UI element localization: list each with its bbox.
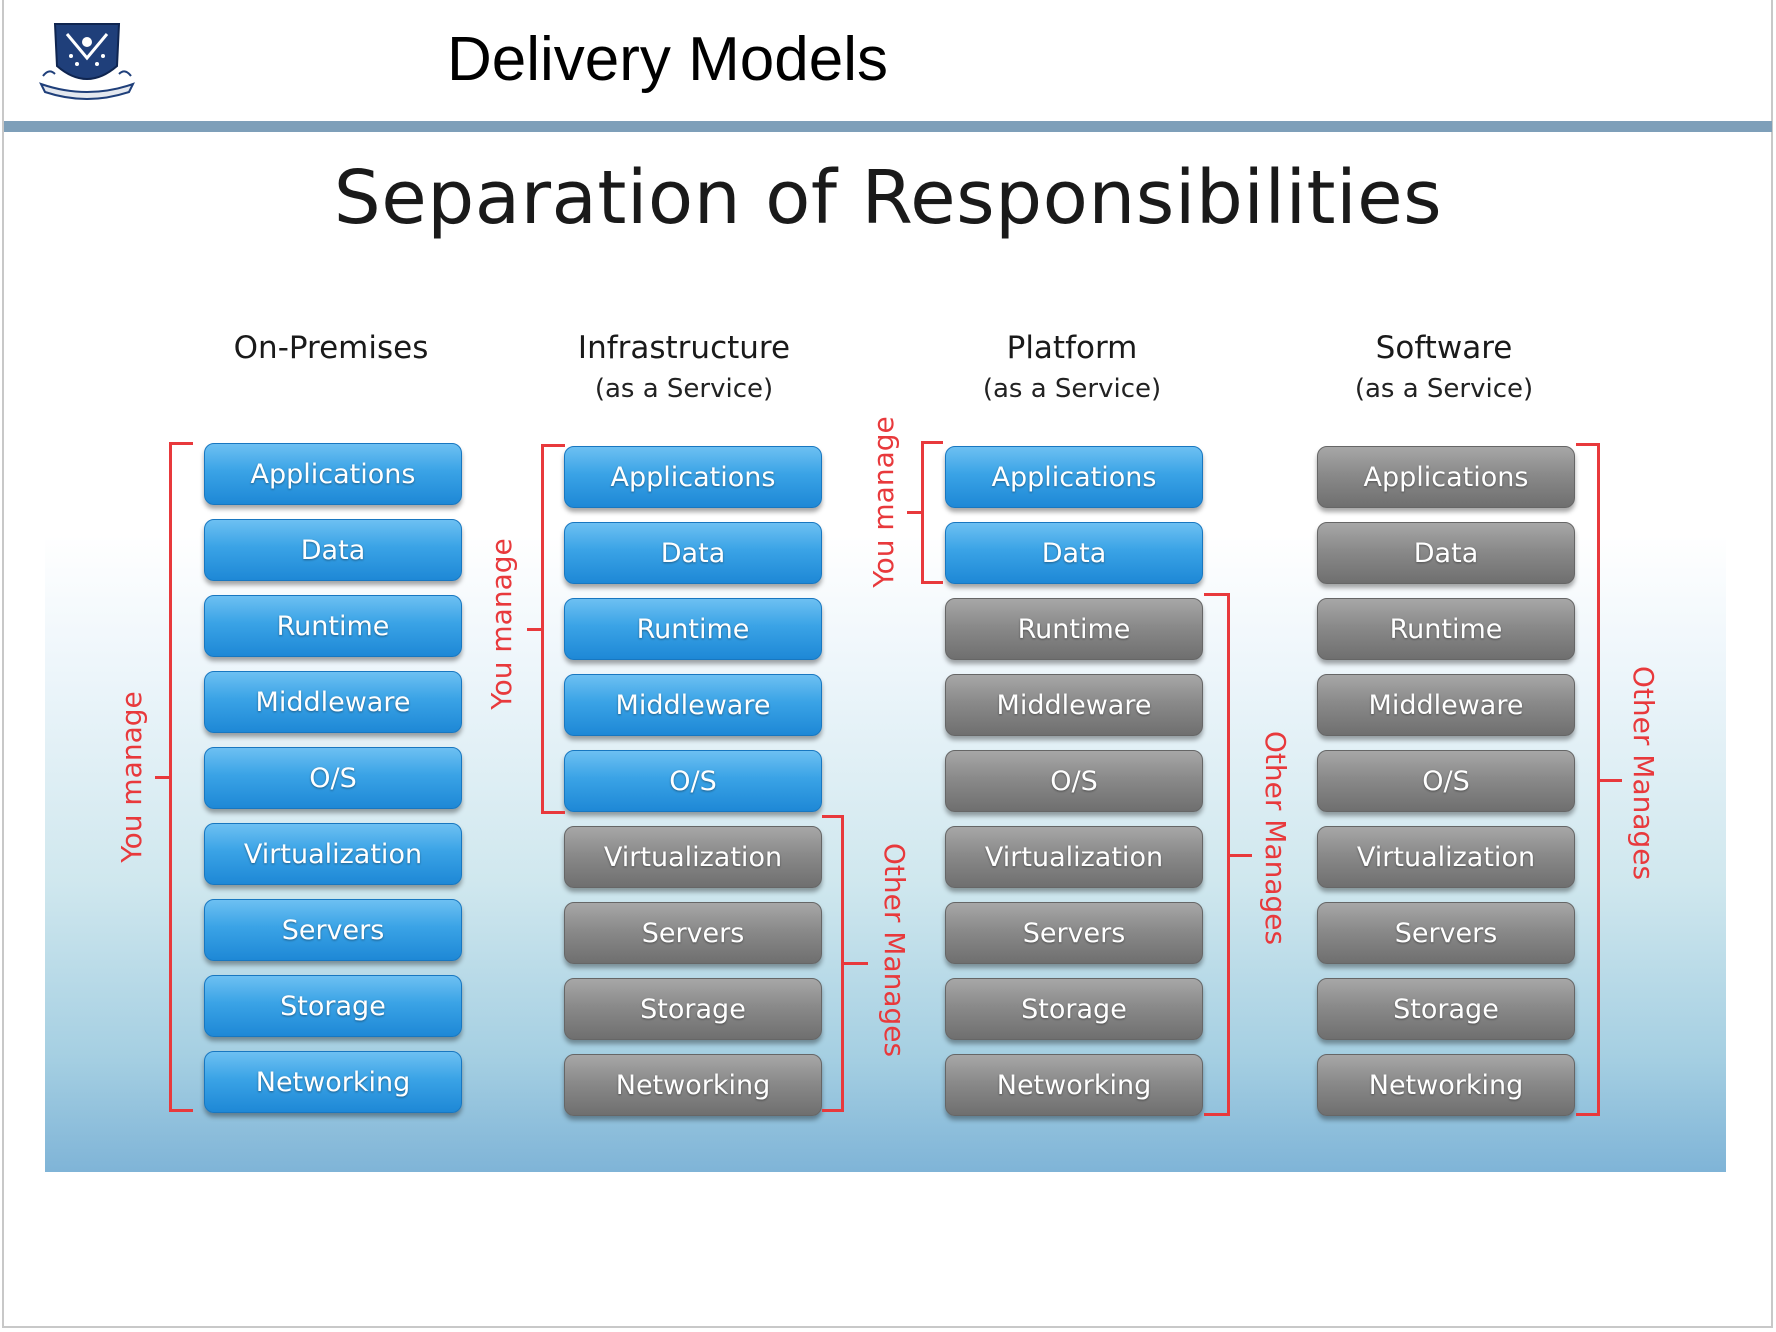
bracket-tick: [527, 628, 541, 631]
other-manages-bracket-software: [1576, 443, 1600, 1116]
layer-box-applications: Applications: [564, 446, 822, 508]
other-manages-label-software: Other Manages: [1627, 665, 1660, 881]
layer-box-runtime: Runtime: [1317, 598, 1575, 660]
other-manages-bracket-platform: [1204, 593, 1230, 1116]
other-manages-bracket-infrastructure: [822, 815, 844, 1112]
you-manage-label-platform: You manage: [867, 416, 900, 588]
you-manage-label-infrastructure: You manage: [485, 538, 518, 710]
you-manage-label-on-premises: You manage: [115, 691, 148, 863]
header-title: Delivery Models: [447, 25, 889, 94]
layer-box-data: Data: [945, 522, 1203, 584]
layer-box-applications: Applications: [945, 446, 1203, 508]
bracket-tick: [1600, 779, 1622, 782]
layer-box-servers: Servers: [1317, 902, 1575, 964]
layer-box-networking: Networking: [1317, 1054, 1575, 1116]
column-title-infrastructure: Infrastructure: [577, 330, 791, 366]
slide-title: Separation of Responsibilities: [333, 155, 1443, 241]
layer-box-data: Data: [1317, 522, 1575, 584]
layer-box-data: Data: [204, 519, 462, 581]
layer-box-servers: Servers: [204, 899, 462, 961]
layer-box-o-s: O/S: [564, 750, 822, 812]
bracket-tick: [907, 511, 921, 514]
layer-box-middleware: Middleware: [564, 674, 822, 736]
you-manage-bracket-on-premises: [169, 442, 193, 1112]
layer-box-virtualization: Virtualization: [204, 823, 462, 885]
university-crest-icon: [39, 23, 135, 100]
other-manages-label-platform: Other Manages: [1259, 730, 1292, 946]
column-title-software: Software: [1375, 330, 1513, 366]
header-rule: [4, 121, 1772, 132]
layer-box-virtualization: Virtualization: [564, 826, 822, 888]
layer-box-runtime: Runtime: [945, 598, 1203, 660]
layer-box-servers: Servers: [564, 902, 822, 964]
layer-box-storage: Storage: [945, 978, 1203, 1040]
column-title-on-premises: On-Premises: [233, 330, 429, 366]
layer-box-o-s: O/S: [204, 747, 462, 809]
layer-box-virtualization: Virtualization: [945, 826, 1203, 888]
layer-box-runtime: Runtime: [204, 595, 462, 657]
you-manage-bracket-infrastructure: [541, 444, 565, 814]
layer-box-servers: Servers: [945, 902, 1203, 964]
column-subtitle-infrastructure: (as a Service): [594, 374, 774, 404]
column-title-platform: Platform: [1006, 330, 1138, 366]
layer-box-middleware: Middleware: [1317, 674, 1575, 736]
column-subtitle-platform: (as a Service): [982, 374, 1162, 404]
layer-box-storage: Storage: [1317, 978, 1575, 1040]
layer-box-storage: Storage: [564, 978, 822, 1040]
column-subtitle-software: (as a Service): [1354, 374, 1534, 404]
layer-box-data: Data: [564, 522, 822, 584]
layer-box-virtualization: Virtualization: [1317, 826, 1575, 888]
bracket-tick: [155, 776, 169, 779]
you-manage-bracket-platform: [921, 441, 943, 584]
layer-box-networking: Networking: [945, 1054, 1203, 1116]
layer-box-networking: Networking: [564, 1054, 822, 1116]
layer-box-middleware: Middleware: [945, 674, 1203, 736]
bracket-tick: [1230, 854, 1252, 857]
other-manages-label-infrastructure: Other Manages: [878, 842, 911, 1058]
bracket-tick: [844, 962, 868, 965]
layer-box-applications: Applications: [204, 443, 462, 505]
layer-box-storage: Storage: [204, 975, 462, 1037]
layer-box-o-s: O/S: [945, 750, 1203, 812]
layer-box-runtime: Runtime: [564, 598, 822, 660]
layer-box-networking: Networking: [204, 1051, 462, 1113]
layer-box-middleware: Middleware: [204, 671, 462, 733]
layer-box-o-s: O/S: [1317, 750, 1575, 812]
layer-box-applications: Applications: [1317, 446, 1575, 508]
